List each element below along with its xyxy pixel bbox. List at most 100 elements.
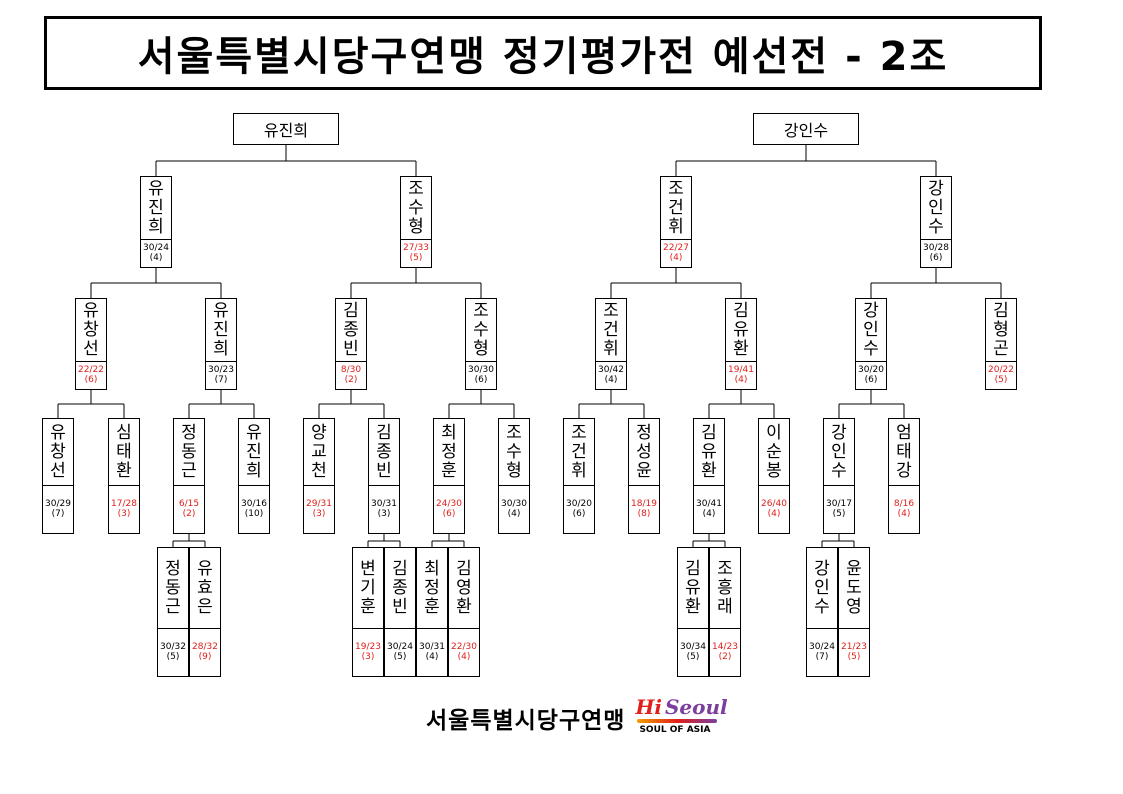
logo-tagline: SOUL OF ASIA xyxy=(639,725,711,735)
inning-count: (5) xyxy=(847,651,861,662)
score-cell: 22/27(4) xyxy=(661,238,691,267)
player-name-char: 정 xyxy=(636,422,652,443)
inning-count: (3) xyxy=(117,508,131,519)
logo-hi-word: Hi xyxy=(635,695,662,719)
player-name-char: 조 xyxy=(603,300,619,321)
score-cell: 30/24(4) xyxy=(141,238,171,267)
player-name-char: 환 xyxy=(685,596,701,617)
score-cell: 17/28(3) xyxy=(109,484,139,533)
score-cell: 30/31(3) xyxy=(369,484,399,533)
score-value: 8/16 xyxy=(893,498,915,509)
player-name-char: 근 xyxy=(181,460,197,481)
score-cell: 22/22(6) xyxy=(76,360,106,389)
score-value: 18/19 xyxy=(631,498,657,509)
player-name-char: 수 xyxy=(814,596,830,617)
player-name-char: 강 xyxy=(928,178,944,199)
inning-count: (3) xyxy=(361,651,375,662)
score-value: 30/30 xyxy=(468,364,494,375)
inning-count: (2) xyxy=(182,508,196,519)
player-name-char: 희 xyxy=(213,338,229,359)
player-name-char: 형 xyxy=(408,216,424,237)
player-name-char: 수 xyxy=(831,460,847,481)
player-name-char: 강 xyxy=(814,558,830,579)
score-value: 30/32 xyxy=(160,641,186,652)
player-name-char: 이 xyxy=(766,422,782,443)
player-name-char: 영 xyxy=(456,577,472,598)
player-name-char: 유 xyxy=(701,441,717,462)
inning-count: (8) xyxy=(637,508,651,519)
player-name-char: 김 xyxy=(392,558,408,579)
score-cell: 19/41(4) xyxy=(726,360,756,389)
player-name-char: 순 xyxy=(766,441,782,462)
score-value: 6/15 xyxy=(178,498,200,509)
inning-count: (4) xyxy=(507,508,521,519)
score-value: 30/24 xyxy=(143,242,169,253)
player-name-char: 유 xyxy=(148,178,164,199)
champion-box: 유진희 xyxy=(233,113,339,145)
score-cell: 22/30(4) xyxy=(449,627,479,676)
player-name-char: 건 xyxy=(571,441,587,462)
score-cell: 30/31(4) xyxy=(417,627,447,676)
player-name-char: 휘 xyxy=(571,460,587,481)
player-name-char: 조 xyxy=(408,178,424,199)
champion-box: 강인수 xyxy=(753,113,859,145)
player-name-char: 정 xyxy=(441,441,457,462)
score-value: 30/28 xyxy=(923,242,949,253)
player-name-char: 윤 xyxy=(636,460,652,481)
score-value: 30/29 xyxy=(45,498,71,509)
player-name-char: 인 xyxy=(928,197,944,218)
player-name-char: 동 xyxy=(165,577,181,598)
score-cell: 30/32(5) xyxy=(158,627,188,676)
score-value: 30/41 xyxy=(696,498,722,509)
player-name-char: 정 xyxy=(165,558,181,579)
inning-count: (2) xyxy=(718,651,732,662)
inning-count: (4) xyxy=(457,651,471,662)
player-name-char: 천 xyxy=(311,460,327,481)
player-name-char: 유 xyxy=(213,300,229,321)
inning-count: (4) xyxy=(702,508,716,519)
player-name-char: 조 xyxy=(571,422,587,443)
player-name-char: 형 xyxy=(993,319,1009,340)
score-cell: 30/30(6) xyxy=(466,360,496,389)
player-name-char: 유 xyxy=(50,422,66,443)
player-name-char: 흥 xyxy=(717,577,733,598)
score-cell: 30/20(6) xyxy=(564,484,594,533)
score-cell: 30/17(5) xyxy=(824,484,854,533)
champion-name: 유진희 xyxy=(263,121,309,140)
score-cell: 14/23(2) xyxy=(710,627,740,676)
score-value: 17/28 xyxy=(111,498,137,509)
inning-count: (5) xyxy=(686,651,700,662)
page-title: 서울특별시당구연맹 정기평가전 예선전 - 2조 xyxy=(137,34,949,80)
logo-swoosh xyxy=(637,719,718,723)
score-cell: 30/24(7) xyxy=(807,627,837,676)
player-name-char: 인 xyxy=(814,577,830,598)
player-name-char: 희 xyxy=(148,216,164,237)
score-value: 30/17 xyxy=(826,498,852,509)
player-name-char: 태 xyxy=(116,441,132,462)
player-name-char: 최 xyxy=(441,422,457,443)
player-name-char: 인 xyxy=(863,319,879,340)
score-value: 28/32 xyxy=(192,641,218,652)
score-value: 29/31 xyxy=(306,498,332,509)
score-value: 30/42 xyxy=(598,364,624,375)
inning-count: (5) xyxy=(409,252,423,263)
inning-count: (4) xyxy=(604,374,618,385)
